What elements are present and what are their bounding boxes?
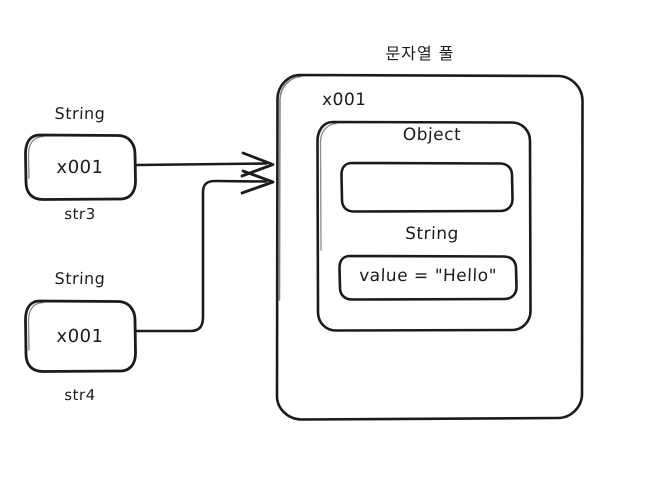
str3-value: x001 <box>56 157 104 178</box>
str3-name-label: str3 <box>63 205 97 223</box>
arrow-str3-to-pool <box>135 151 275 178</box>
str4-value: x001 <box>56 326 104 347</box>
str4-name-label: str4 <box>63 386 97 404</box>
str4-box <box>24 299 137 373</box>
str3-box <box>24 133 137 201</box>
arrow-str4-to-pool <box>135 169 275 333</box>
object-empty-slot-box <box>340 161 514 213</box>
str3-type-label: String <box>54 104 106 123</box>
string-type-label: String <box>404 224 460 244</box>
string-value-box <box>338 254 518 301</box>
string-pool-box <box>275 73 584 421</box>
object-type-label: Object <box>402 125 462 145</box>
pool-reference-label: x001 <box>321 90 367 110</box>
object-box <box>316 120 532 332</box>
str4-type-label: String <box>54 269 106 288</box>
diagram-title: 문자열 풀 <box>385 44 455 63</box>
string-value-text: value = "Hello" <box>358 266 498 286</box>
